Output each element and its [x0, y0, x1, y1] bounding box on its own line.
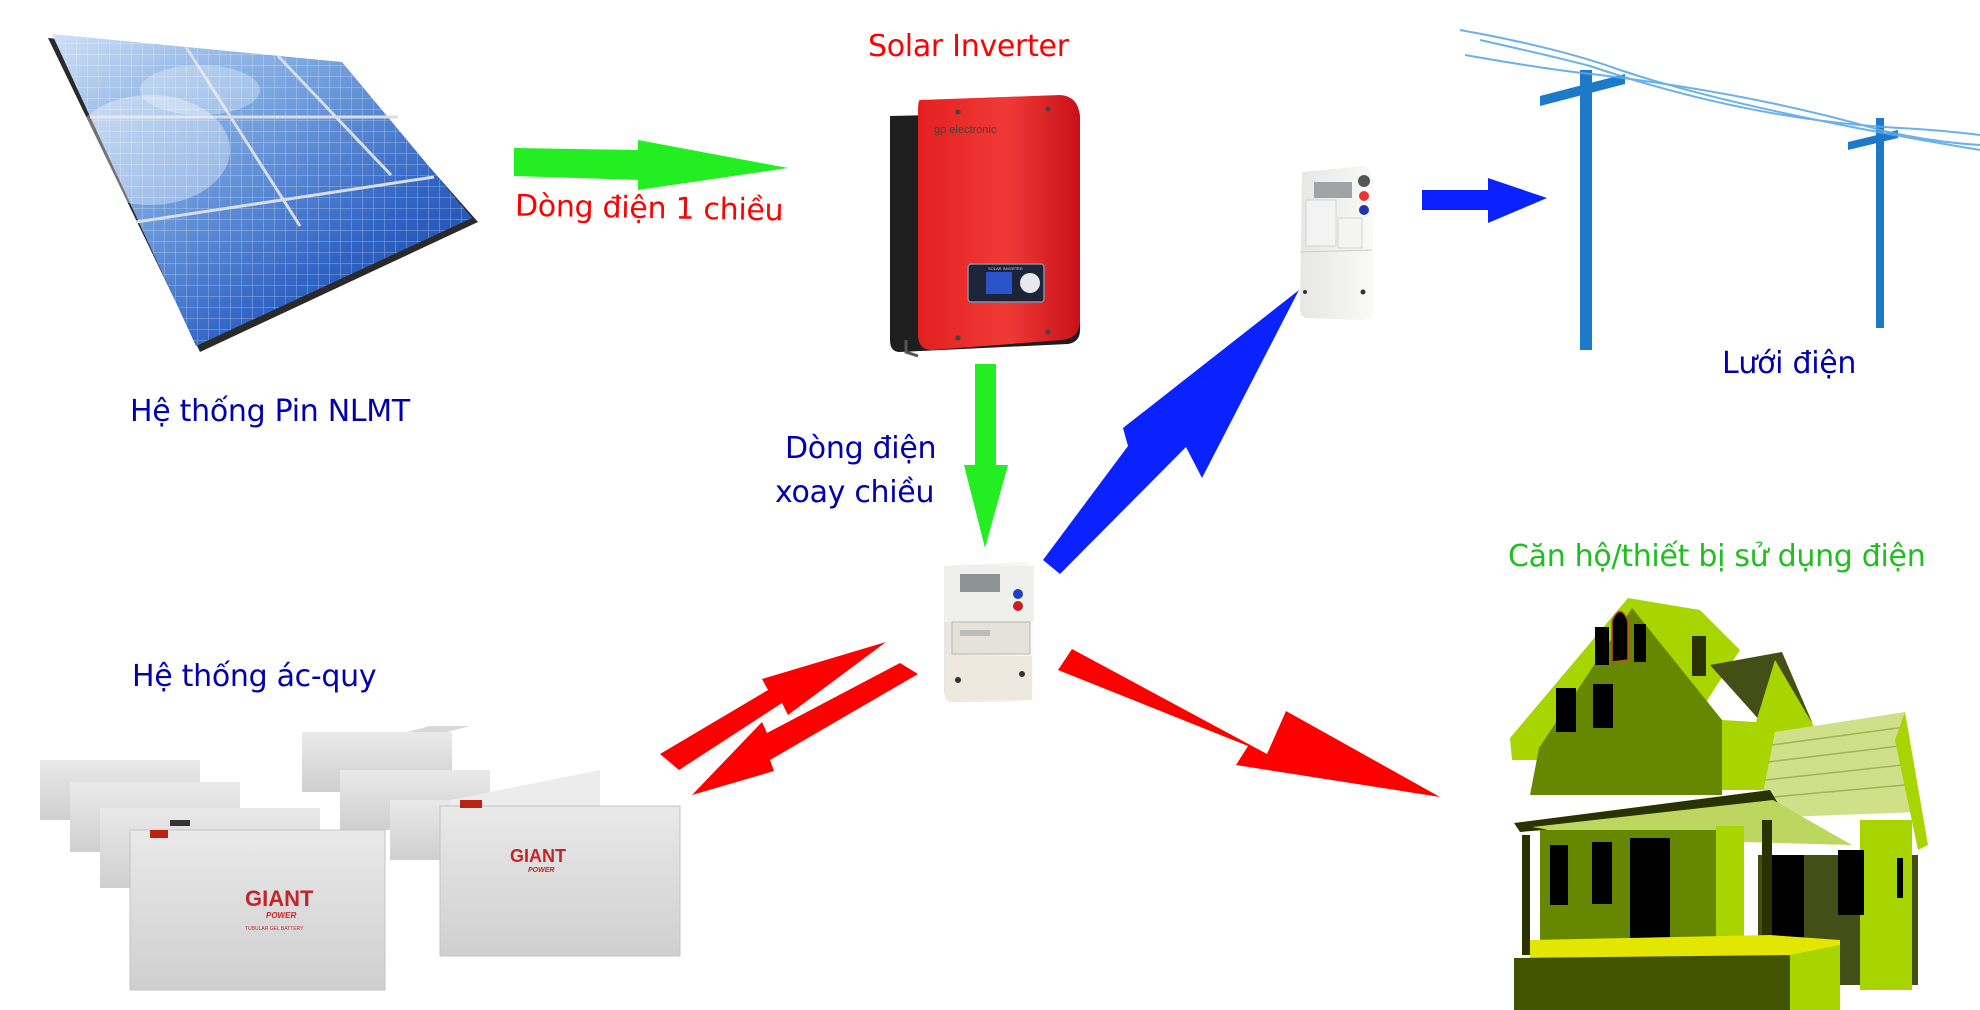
battery-brand: GIANT [245, 886, 314, 911]
battery-bank-icon: GIANT POWER TUBULAR GEL BATTERY GIANT PO… [40, 726, 681, 991]
ac-current-label-line2: xoay chiều [775, 475, 935, 510]
solar-panel-label: Hệ thống Pin NLMT [130, 394, 410, 429]
battery-product: TUBULAR GEL BATTERY [245, 926, 304, 932]
charge-arrow [660, 642, 886, 770]
discharge-arrow [692, 663, 918, 795]
export-arrow [1043, 290, 1299, 574]
battery-brand-sub-2: POWER [528, 867, 554, 874]
solar-inverter-icon: gp electronic SOLAR INVERTER [890, 95, 1080, 358]
solar-panel-icon [48, 34, 478, 352]
house-icon [1510, 598, 1928, 1010]
battery-label: Hệ thống ác-quy [132, 659, 377, 694]
battery-brand-2: GIANT [510, 846, 566, 866]
main-meter-icon [944, 562, 1034, 702]
ac-arrow [964, 364, 1008, 548]
inverter-screen-label: SOLAR INVERTER [988, 266, 1023, 271]
battery-brand-sub: POWER [266, 911, 296, 920]
inverter-brand: gp electronic [934, 124, 997, 136]
dc-arrow [514, 140, 788, 190]
grid-arrow [1422, 178, 1547, 223]
inverter-label: Solar Inverter [868, 29, 1069, 64]
consumption-arrow [1058, 649, 1440, 797]
power-pole-icon [1459, 29, 1980, 350]
grid-meter-icon [1299, 166, 1374, 320]
grid-label: Lưới điện [1722, 346, 1857, 381]
ac-current-label-line1: Dòng điện [785, 431, 937, 466]
house-label: Căn hộ/thiết bị sử dụng điện [1508, 539, 1926, 574]
dc-current-label: Dòng điện 1 chiều [514, 188, 784, 229]
